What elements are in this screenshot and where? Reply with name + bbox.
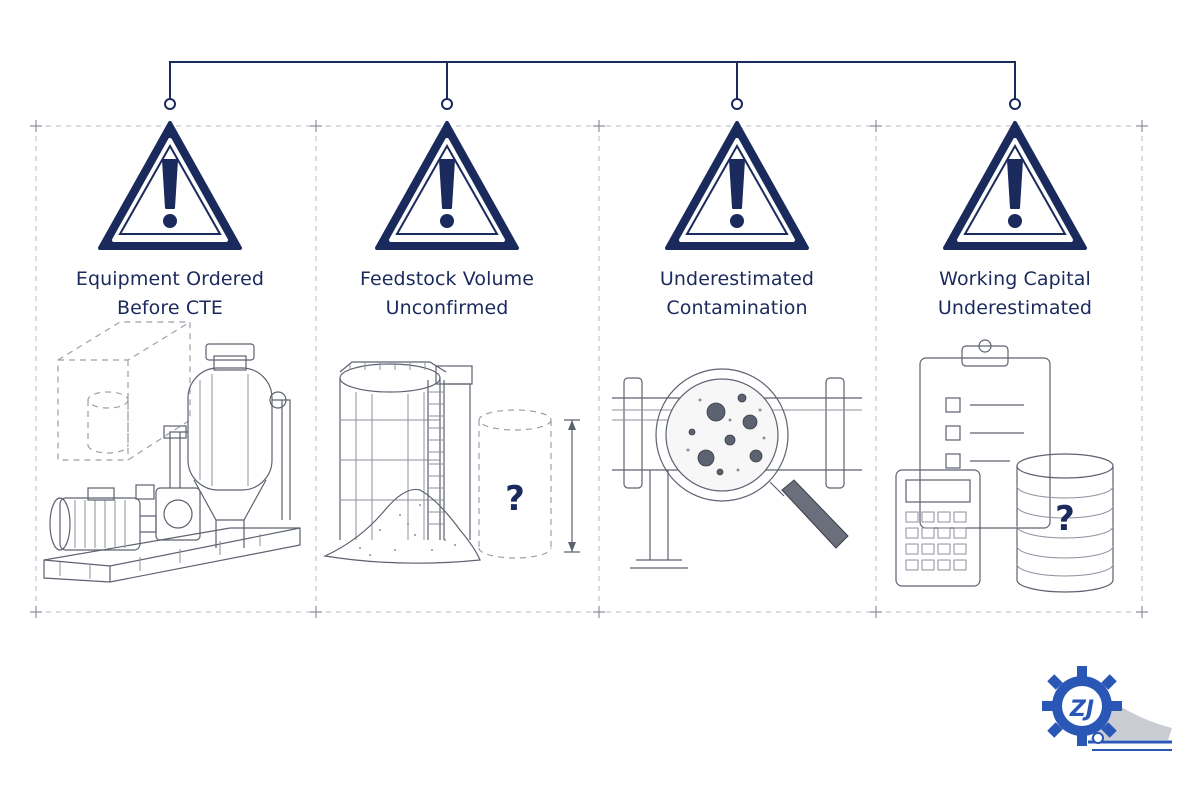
risk-title-line: Feedstock Volume <box>359 268 535 290</box>
warning-triangle-icon <box>375 121 519 250</box>
clipboard-calculator-icon <box>895 339 1114 593</box>
risk-title-line: Equipment Ordered <box>75 268 265 290</box>
risk-title-equipment: Equipment Ordered Before CTE <box>50 265 290 323</box>
risk-title-line: Underestimated <box>937 297 1093 319</box>
pump-skid-icon <box>43 321 301 583</box>
guide-crosshairs <box>30 120 1148 618</box>
logo-text: ZJ <box>1069 697 1094 722</box>
risk-title-line: Contamination <box>666 297 808 319</box>
pipe-magnifier-icon <box>612 368 862 569</box>
risk-title-feedstock: Feedstock Volume Unconfirmed <box>327 265 567 323</box>
question-mark: ? <box>1055 499 1075 539</box>
connector-bracket <box>164 61 1021 110</box>
risk-title-working-capital: Working Capital Underestimated <box>895 265 1135 323</box>
guide-grid <box>35 125 1143 613</box>
risk-title-line: Unconfirmed <box>385 297 509 319</box>
risk-title-line: Before CTE <box>116 297 224 319</box>
storage-silo-icon <box>322 361 580 564</box>
warning-triangle-icon <box>98 121 242 250</box>
warning-triangle-icon <box>943 121 1087 250</box>
warning-triangle-icon <box>665 121 809 250</box>
risk-title-line: Working Capital <box>939 268 1091 290</box>
question-mark: ? <box>505 479 525 519</box>
risk-title-contamination: Underestimated Contamination <box>617 265 857 323</box>
risk-title-line: Underestimated <box>659 268 815 290</box>
gear-logo-icon <box>1042 666 1172 751</box>
